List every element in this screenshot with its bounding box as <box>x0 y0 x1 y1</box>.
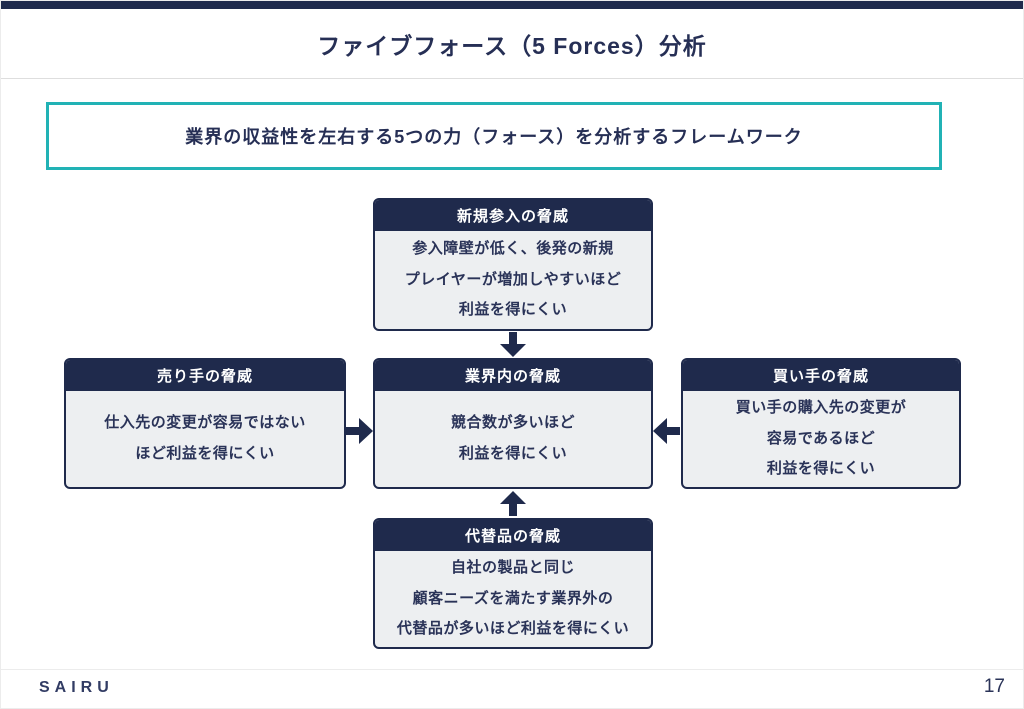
lead-text: 業界の収益性を左右する5つの力（フォース）を分析するフレームワーク <box>185 127 803 147</box>
force-box-suppliers-body: 仕入先の変更が容易ではない ほど利益を得にくい <box>104 414 306 462</box>
force-box-substitutes-body: 自社の製品と同じ 顧客ニーズを満たす業界外の 代替品が多いほど利益を得にくい <box>396 558 630 638</box>
force-box-buyers: 買い手の脅威 買い手の購入先の変更が 容易であるほど 利益を得にくい <box>681 358 961 489</box>
force-box-buyers-title: 買い手の脅威 <box>683 360 959 391</box>
force-box-suppliers: 売り手の脅威 仕入先の変更が容易ではない ほど利益を得にくい <box>64 358 346 489</box>
force-box-buyers-body: 買い手の購入先の変更が 容易であるほど 利益を得にくい <box>735 398 907 478</box>
arrow-down-icon <box>500 332 526 357</box>
brand-logo: SAIRU <box>39 679 114 696</box>
page-number: 17 <box>983 676 1005 697</box>
force-box-rivalry-title: 業界内の脅威 <box>375 360 651 391</box>
page-title: ファイブフォース（5 Forces）分析 <box>317 33 707 59</box>
force-box-rivalry-body: 競合数が多いほど 利益を得にくい <box>450 414 575 462</box>
force-box-rivalry: 業界内の脅威 競合数が多いほど 利益を得にくい <box>373 358 653 489</box>
title-divider <box>1 78 1023 79</box>
lead-box: 業界の収益性を左右する5つの力（フォース）を分析するフレームワーク <box>46 102 942 170</box>
force-box-substitutes-title: 代替品の脅威 <box>375 520 651 551</box>
top-accent-bar <box>1 1 1023 9</box>
arrow-left-icon <box>653 418 680 444</box>
force-box-new-entrants: 新規参入の脅威 参入障壁が低く、後発の新規 プレイヤーが増加しやすいほど 利益を… <box>373 198 653 331</box>
force-box-suppliers-title: 売り手の脅威 <box>66 360 344 391</box>
footer-divider <box>1 669 1023 670</box>
arrow-up-icon <box>500 491 526 516</box>
force-box-new-entrants-title: 新規参入の脅威 <box>375 200 651 231</box>
force-box-new-entrants-body: 参入障壁が低く、後発の新規 プレイヤーが増加しやすいほど 利益を得にくい <box>404 239 622 319</box>
arrow-right-icon <box>346 418 373 444</box>
force-box-substitutes: 代替品の脅威 自社の製品と同じ 顧客ニーズを満たす業界外の 代替品が多いほど利益… <box>373 518 653 649</box>
